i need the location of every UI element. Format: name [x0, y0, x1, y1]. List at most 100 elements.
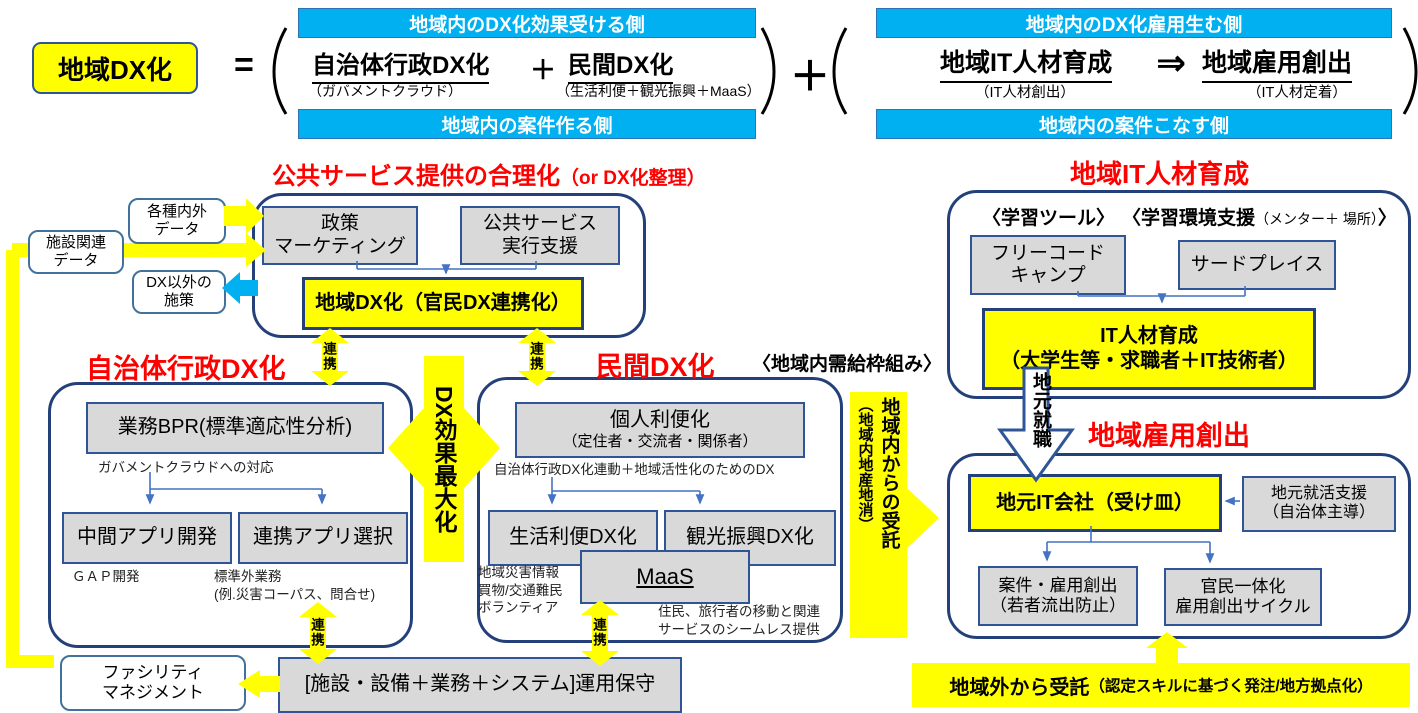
- plus-sign-big: ＋: [790, 55, 830, 99]
- thirdplace-box: サードプレイス: [1178, 240, 1336, 290]
- banner-effect-side: 地域内のDX化効果受ける側: [298, 8, 756, 38]
- box-text: 公共サービス 実行支援: [482, 213, 597, 257]
- renkei-label: 連 携: [530, 341, 544, 371]
- formula-paren-close-2: [1402, 27, 1418, 115]
- outside-banner-sub: （認定スキルに基づく発注/地方拠点化）: [1089, 678, 1373, 695]
- arrow-down-icon: [311, 371, 349, 386]
- it-training-title: 地域IT人材育成: [1070, 159, 1250, 189]
- box-text: 地元就活支援 （自治体主導）: [1262, 485, 1375, 521]
- box-text: サードプレイス: [1190, 253, 1324, 275]
- formula-term-employment: 地域雇用創出: [1202, 43, 1353, 83]
- entrust-sub: （地域内地産地消）: [856, 397, 874, 532]
- banner-label: 地域内のDX化効果受ける側: [409, 14, 645, 36]
- box-text: 観光振興DX化: [686, 526, 814, 549]
- local-it-company-box: 地元IT会社（受け皿）: [968, 474, 1222, 532]
- box-title: 個人利便化: [610, 409, 710, 432]
- link-app-box: 連携アプリ選択: [238, 512, 408, 564]
- formula-caption-gov-cloud: （ガバメントクラウド）: [308, 83, 462, 99]
- box-text: IT人材育成 （大学生等・求職者＋IT技術者）: [1000, 325, 1298, 372]
- formula-paren-open-1: [272, 27, 288, 115]
- outside-banner-main: 地域外から受託: [949, 676, 1090, 699]
- label-non-dx: DX以外の 施策: [132, 270, 226, 314]
- it-hr-box: IT人材育成 （大学生等・求職者＋IT技術者）: [982, 308, 1316, 390]
- dx-effect-band: DX効果最大化: [424, 356, 464, 562]
- entrust-band: 地域内からの受託 （地域内地産地消）: [850, 392, 907, 638]
- renkei-label: 連 携: [593, 617, 607, 647]
- label-various-data: 各種内外 データ: [128, 198, 226, 244]
- box-text: MaaS: [636, 564, 694, 590]
- gov-dx-title: 自治体行政DX化: [86, 354, 286, 384]
- link-note: 自治体行政DX化連動＋地域活性化のためのDX: [494, 462, 775, 477]
- box-text: 業務BPR(標準適応性分析): [117, 416, 353, 439]
- renkei-arrow-top-left: 連 携: [311, 328, 349, 386]
- implies-arrow-icon: ⇒: [1156, 42, 1187, 83]
- mid-app-box: 中間アプリ開発: [62, 512, 232, 564]
- arrow-down-icon: [518, 371, 556, 386]
- public-service-title: 公共サービス提供の合理化（or DX化整理）: [272, 156, 706, 191]
- seamless-note: 住民、旅行者の移動と関連 サービスのシームレス提供: [658, 604, 820, 637]
- outside-arrowhead-icon: [1146, 632, 1188, 648]
- renkei-label: 連 携: [323, 341, 337, 371]
- arrow-bar: [592, 615, 608, 651]
- banner-label: 地域内の案件こなす側: [1038, 115, 1229, 137]
- label-text: DX以外の 施策: [146, 274, 212, 309]
- dx-effect-label: DX効果最大化: [431, 385, 457, 533]
- local-job-label: 地元就職: [1030, 372, 1051, 448]
- box-text: 政策 マーケティング: [274, 213, 406, 257]
- title-main: 公共サービス提供の合理化: [272, 163, 560, 190]
- renkei-arrow-top-right: 連 携: [518, 328, 556, 386]
- label-facility-data: 施設関連 データ: [28, 230, 124, 274]
- dx-effect-arrow-left-icon: [388, 408, 424, 488]
- formula-caption-private: （生活利便＋観光振興＋MaaS）: [556, 83, 761, 99]
- public-service-exec-box: 公共サービス 実行支援: [460, 206, 620, 265]
- banner-label: 地域内のDX化雇用生む側: [1025, 14, 1243, 36]
- supply-demand-label: 〈地域内需給枠組み〉: [752, 354, 943, 375]
- arrow-down-icon: [581, 651, 619, 666]
- arrow-up-icon: [311, 328, 349, 343]
- label-text: 施設関連 データ: [45, 234, 106, 269]
- policy-marketing-box: 政策 マーケティング: [262, 206, 418, 265]
- banner-employ-side: 地域内のDX化雇用生む側: [876, 8, 1392, 38]
- renkei-label: 連 携: [311, 617, 325, 647]
- maintenance-box: [施設・設備＋業務＋システム]運用保守: [278, 657, 682, 713]
- arrow-up-icon: [518, 328, 556, 343]
- arrow-up-icon: [581, 600, 619, 615]
- job-support-box: 地元就活支援 （自治体主導）: [1242, 476, 1396, 532]
- renkei-arrow-bottom-left: 連 携: [299, 602, 337, 664]
- plus-sign-small: ＋: [530, 55, 557, 85]
- employment-title: 地域雇用創出: [1088, 421, 1250, 451]
- life-dx-box: 生活利便DX化: [488, 510, 658, 566]
- local-job-arrow-icon: [997, 366, 1075, 483]
- env-label: 〈学習環境支援（メンター＋ 場所）〉: [1122, 203, 1397, 230]
- various-data-arrowhead-icon: [246, 198, 264, 234]
- box-text: 地元IT会社（受け皿）: [996, 491, 1194, 514]
- non-dx-arrowhead-icon: [222, 272, 240, 304]
- box-text: [施設・設備＋業務＋システム]運用保守: [304, 673, 656, 696]
- renkei-arrow-bottom-right: 連 携: [581, 600, 619, 666]
- case-creation-box: 案件・雇用創出 （若者流出防止）: [978, 566, 1138, 626]
- various-data-arrow-bar: [224, 206, 246, 226]
- arrow-bar: [529, 343, 545, 371]
- banner-create-side: 地域内の案件作る側: [298, 109, 756, 139]
- box-text: 連携アプリ選択: [253, 526, 393, 549]
- formula-term-gov-dx: 自治体行政DX化: [312, 45, 490, 84]
- regional-dx-box: 地域DX化（官民DX連携化）: [302, 277, 584, 330]
- freecode-box: フリーコード キャンプ: [970, 235, 1126, 295]
- nonstd-note: 標準外業務 (例.災害コーパス、問合せ): [214, 569, 376, 602]
- maas-box: MaaS: [580, 550, 750, 604]
- env-label-close: 〉: [1377, 208, 1397, 229]
- box-text: 地域DX化（官民DX連携化）: [315, 292, 571, 314]
- formula-caption-it-settle: （IT人材定着）: [1247, 85, 1347, 101]
- arrow-bar: [322, 343, 338, 371]
- equals-sign: =: [234, 46, 254, 84]
- private-dx-title: 民間DX化: [596, 352, 715, 382]
- facility-mgmt-box: ファシリティ マネジメント: [60, 655, 246, 711]
- private-dx-container: [477, 377, 843, 643]
- tool-label: 〈学習ツール〉: [982, 208, 1116, 229]
- maintenance-arrow-bar: [260, 676, 280, 692]
- gov-dx-container: [48, 382, 413, 648]
- arrow-up-icon: [299, 602, 337, 617]
- env-label-small: （メンター＋ 場所）: [1255, 211, 1378, 227]
- disaster-note: 地域災害情報 買物/交通難民 ボランティア: [478, 565, 563, 616]
- outside-banner: 地域外から受託 （認定スキルに基づく発注/地方拠点化）: [912, 663, 1410, 707]
